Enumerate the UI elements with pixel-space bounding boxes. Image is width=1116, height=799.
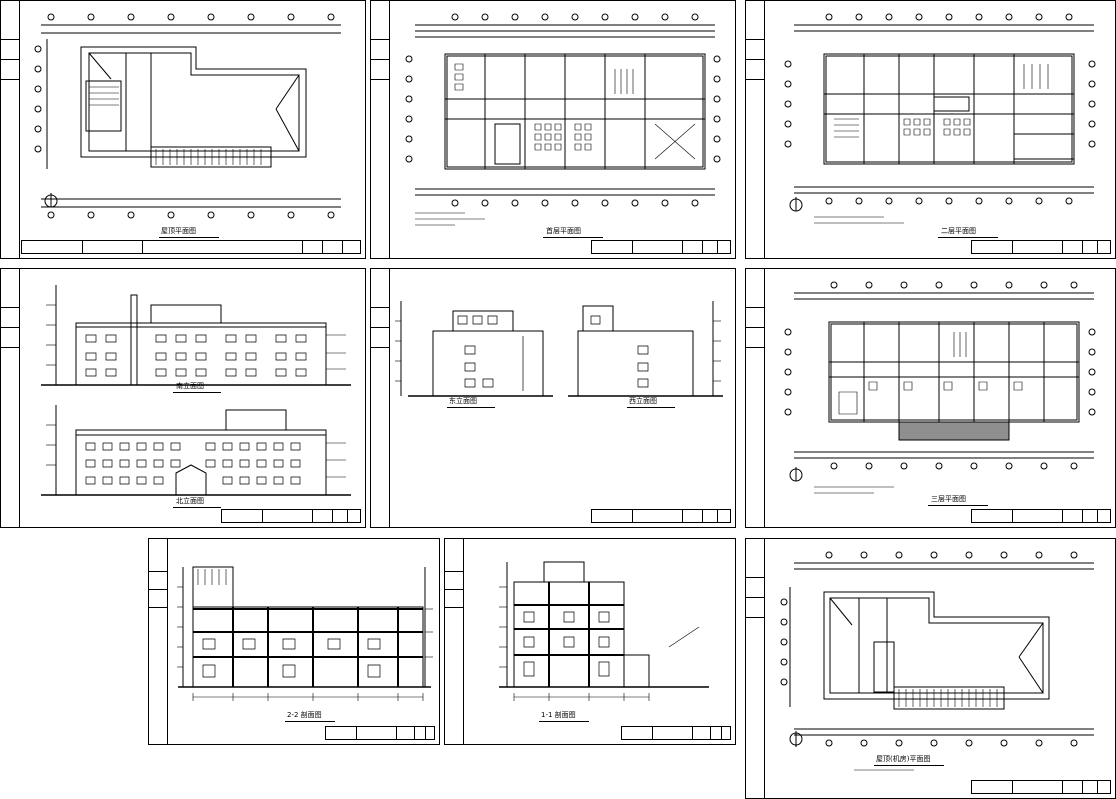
drawing-sheet-floor3-plan[interactable]: 三层平面图 — [745, 268, 1116, 528]
title-block — [221, 509, 361, 523]
sheet-caption-bottom: 北立面图 — [176, 497, 204, 505]
section-drawing — [469, 547, 731, 717]
drawing-sheet-section-1-1[interactable]: 1-1 剖面图 — [444, 538, 736, 745]
drawing-sheet-elevations-front-back[interactable]: 南立面图 北立面图 — [0, 268, 366, 528]
section-drawing — [173, 547, 435, 717]
sheet-binding-margin — [1, 1, 20, 258]
roof-plan-drawing — [774, 547, 1109, 779]
title-block — [971, 509, 1111, 523]
floor-plan-drawing — [774, 9, 1109, 239]
sheet-binding-margin — [746, 1, 765, 258]
sheet-binding-margin — [149, 539, 168, 744]
title-block — [325, 726, 435, 740]
axis-bubbles-left — [35, 46, 41, 152]
sheet-binding-margin — [746, 539, 765, 798]
sheet-caption: 屋顶(机房)平面图 — [876, 755, 931, 763]
title-block — [971, 240, 1111, 254]
drawing-sheet-elevations-sides[interactable]: 东立面图 西立面图 — [370, 268, 736, 528]
axis-bubbles-bottom — [48, 212, 334, 218]
sheet-caption-left: 东立面图 — [449, 397, 477, 405]
hatched-area — [899, 422, 1009, 440]
sheet-caption-right: 西立面图 — [629, 397, 657, 405]
sheet-caption: 屋顶平面图 — [161, 227, 196, 235]
title-block — [591, 509, 731, 523]
title-block — [21, 240, 361, 254]
east-elevation-drawing — [393, 291, 558, 406]
floor-plan-drawing — [774, 277, 1109, 507]
title-block — [971, 780, 1111, 794]
sheet-binding-margin — [445, 539, 464, 744]
title-block — [591, 240, 731, 254]
roof-plan-drawing — [31, 9, 361, 239]
drawing-sheet-floor2-plan[interactable]: 二层平面图 — [745, 0, 1116, 259]
floor-plan-drawing — [395, 9, 730, 239]
drawing-sheet-section-2-2[interactable]: 2-2 剖面图 — [148, 538, 440, 745]
west-elevation-drawing — [563, 291, 728, 406]
north-elevation-drawing — [31, 395, 361, 505]
sheet-caption: 2-2 剖面图 — [287, 711, 322, 719]
sheet-caption: 首层平面图 — [546, 227, 581, 235]
sheet-caption: 二层平面图 — [941, 227, 976, 235]
sheet-caption: 三层平面图 — [931, 495, 966, 503]
title-block — [621, 726, 731, 740]
sheet-binding-margin — [746, 269, 765, 527]
sheet-binding-margin — [1, 269, 20, 527]
sheet-binding-margin — [371, 269, 390, 527]
axis-bubbles-top — [48, 14, 334, 20]
drawing-sheet-floor1-plan[interactable]: 首层平面图 — [370, 0, 736, 259]
south-elevation-drawing — [31, 275, 361, 390]
sheet-caption-top: 南立面图 — [176, 382, 204, 390]
drawing-sheet-roof-plan-b[interactable]: 屋顶(机房)平面图 — [745, 538, 1116, 799]
sheet-caption: 1-1 剖面图 — [541, 711, 576, 719]
drawing-sheet-roof-plan-a[interactable]: 屋顶平面图 — [0, 0, 366, 259]
sheet-binding-margin — [371, 1, 390, 258]
